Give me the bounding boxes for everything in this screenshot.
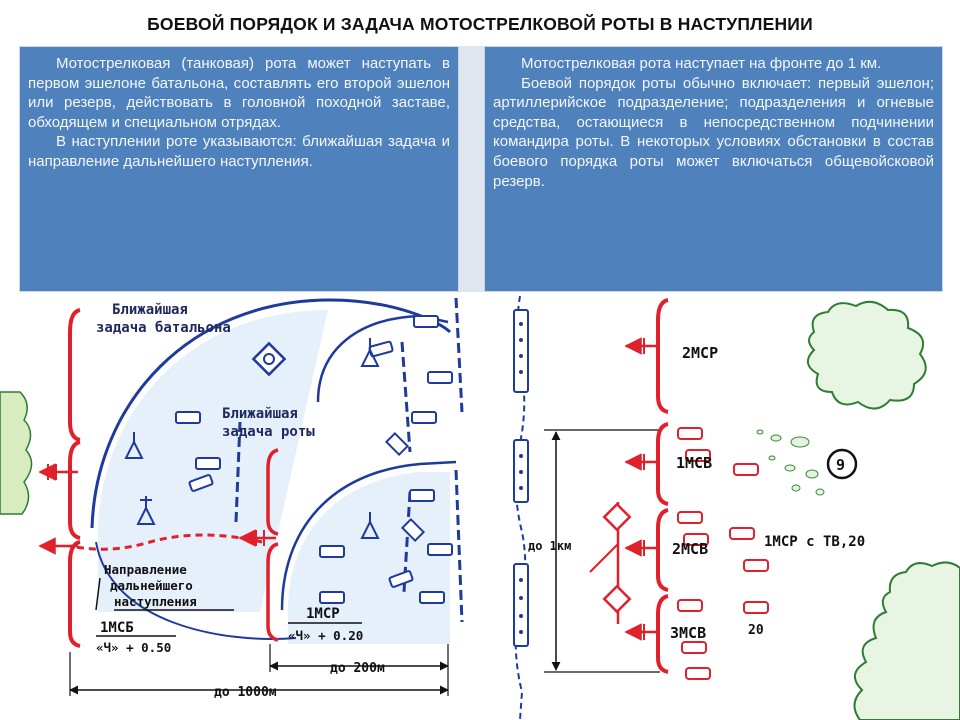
direction-dashed-line: [69, 533, 263, 551]
label-1msv: 1МСВ: [676, 454, 712, 472]
label-battalion-task-1: Ближайшая: [112, 302, 188, 318]
red-bracket-3msv: [656, 594, 669, 674]
label-3msv: 3МСВ: [670, 624, 706, 642]
artillery-link: [589, 543, 619, 573]
label-direction-3: наступления: [114, 594, 197, 609]
company-arc-bottom: [95, 541, 297, 640]
label-g20: 20: [748, 623, 764, 638]
label-1000m: до 1000м: [214, 685, 277, 700]
page-title: БОЕВОЙ ПОРЯДОК И ЗАДАЧА МОТОСТРЕЛКОВОЙ Р…: [147, 14, 813, 34]
red-bracket-1: [68, 308, 81, 442]
artillery-symbol-2: [602, 584, 632, 614]
bush-bottom-right: [853, 561, 960, 720]
label-direction-2: дальнейшего: [110, 578, 193, 593]
green-cover-dots: [756, 429, 825, 496]
blue-front-1: [454, 297, 464, 413]
right-company-diagram: до 1км: [513, 295, 960, 720]
left-text-panel: Мотострелковая (танковая) рота может нас…: [19, 46, 459, 292]
company-arc-top: [316, 314, 449, 403]
label-target: 9: [836, 456, 845, 474]
left-paragraph-2: В наступлении роте указываются: ближайша…: [28, 133, 450, 170]
red-bracket-5: [266, 542, 279, 642]
label-reserve: 1МСР с ТВ,20: [764, 534, 865, 550]
label-msb: 1МСБ: [100, 620, 134, 636]
label-msr-time: «Ч» + 0.20: [288, 628, 363, 643]
bush-top-right: [807, 300, 927, 410]
label-front-width: до 1км: [528, 539, 571, 553]
blue-infantry-symbols: [124, 338, 380, 539]
blue-front-2: [400, 341, 412, 453]
red-bracket-3: [68, 540, 81, 648]
target-symbol: [826, 448, 858, 480]
artillery-symbol-1: [602, 502, 632, 532]
battalion-objective-symbol: [251, 341, 287, 377]
red-bracket-4: [266, 448, 279, 536]
enemy-positions: [513, 309, 529, 647]
left-paragraph-1: Мотострелковая (танковая) рота может нас…: [28, 55, 450, 131]
right-paragraph-1: Мотострелковая рота наступает на фронте …: [521, 55, 882, 72]
red-bracket-2msv: [656, 508, 669, 592]
enemy-position-dots: [519, 322, 523, 634]
red-vehicles: [677, 427, 769, 680]
label-direction-1: Направление: [104, 562, 187, 577]
red-bracket-2: [68, 440, 81, 540]
tactical-diagram: Ближайшая задача батальона Ближайшая зад…: [0, 295, 960, 720]
blue-vehicles: [175, 315, 453, 604]
label-200m: до 200м: [330, 661, 385, 676]
blue-front-4: [454, 469, 464, 623]
blue-front-3: [234, 421, 242, 523]
label-2msv: 2МСВ: [672, 540, 708, 558]
label-battalion-task-2: задача батальона: [96, 320, 231, 336]
label-msr: 1МСР: [306, 606, 340, 622]
red-bracket-1msv: [656, 422, 669, 506]
label-2msr: 2МСР: [682, 344, 718, 362]
panel-divider: [459, 46, 484, 292]
left-battalion-diagram: Ближайшая задача батальона Ближайшая зад…: [0, 297, 464, 700]
company-arc-lower: [280, 460, 457, 611]
label-company-task-1: Ближайшая: [222, 406, 298, 422]
label-msb-time: «Ч» + 0.50: [96, 640, 171, 655]
label-company-task-2: задача роты: [222, 424, 315, 440]
right-paragraph-2: Боевой порядок роты обычно включает: пер…: [493, 74, 934, 190]
red-bracket-2msr: [656, 298, 669, 414]
right-text-panel: Мотострелковая рота наступает на фронте …: [484, 46, 943, 292]
vegetation-left: [0, 391, 33, 515]
